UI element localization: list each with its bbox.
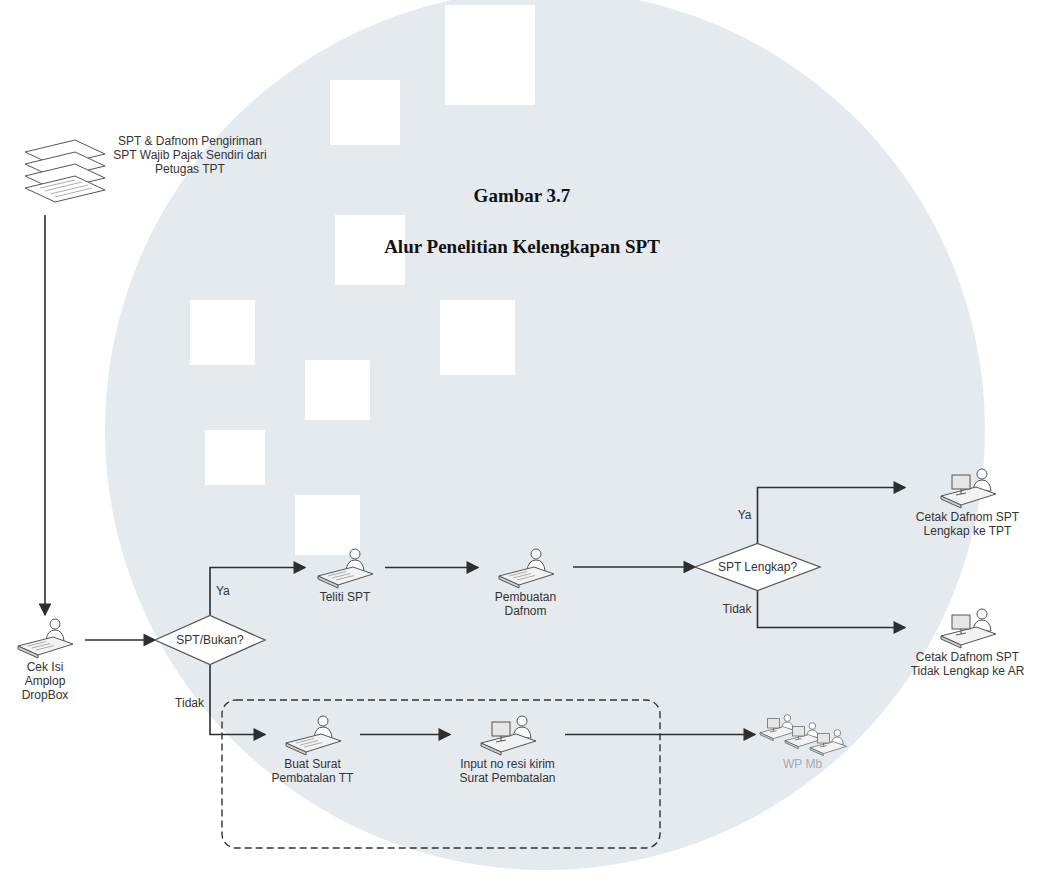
icon-graphic xyxy=(25,140,105,202)
flow-arrow xyxy=(44,215,46,615)
flow-arrow xyxy=(758,488,906,544)
diamond-shape xyxy=(695,543,820,590)
watermark-squares xyxy=(115,0,535,555)
person-icon xyxy=(758,712,848,757)
icon-graphic xyxy=(760,715,847,756)
node-label: Cetak Dafnom SPT Tidak Lengkap ke AR xyxy=(905,650,1030,678)
flow-arrow xyxy=(85,639,155,641)
icon-graphic xyxy=(941,609,996,648)
icon-graphic xyxy=(18,619,73,658)
process-icon-node: Teliti SPT xyxy=(305,545,385,604)
process-icon-node: Buat Surat Pembatalan TT xyxy=(265,712,360,785)
decision-diamond: SPT/Bukan? xyxy=(155,615,265,665)
person-icon xyxy=(15,615,75,660)
flow-arrow xyxy=(385,567,478,569)
node-label: Pembuatan Dafnom xyxy=(478,590,573,618)
process-icon-node: Cetak Dafnom SPT Tidak Lengkap ke AR xyxy=(905,605,1030,678)
node-label: Buat Surat Pembatalan TT xyxy=(265,757,360,785)
process-icon-node: Cetak Dafnom SPT Lengkap ke TPT xyxy=(905,465,1030,538)
flow-arrow xyxy=(565,734,755,736)
watermark-circle xyxy=(105,0,985,870)
node-label: Input no resi kirim Surat Pembatalan xyxy=(450,757,565,785)
icon-graphic xyxy=(318,549,373,588)
figure-caption: Alur Penelitian Kelengkapan SPT xyxy=(0,236,1044,258)
flow-arrow xyxy=(210,568,305,616)
node-label: SPT Lengkap? xyxy=(718,560,797,574)
node-label: Teliti SPT xyxy=(305,590,385,604)
icon-graphic xyxy=(481,716,536,755)
document-stack: SPT & Dafnom Pengiriman SPT Wajib Pajak … xyxy=(20,130,270,215)
node-label: Cek Isi Amplop DropBox xyxy=(5,660,85,702)
edge-label: Tidak xyxy=(175,696,204,710)
decision-diamond: SPT Lengkap? xyxy=(695,543,820,591)
icon-graphic xyxy=(286,716,341,755)
person-icon xyxy=(938,605,998,650)
person-icon xyxy=(478,712,538,757)
figure-title: Gambar 3.7 xyxy=(0,185,1044,207)
flow-arrow xyxy=(573,566,695,568)
process-icon-node: Cek Isi Amplop DropBox xyxy=(5,615,85,702)
person-icon xyxy=(938,465,998,510)
person-icon xyxy=(20,130,110,215)
group-icon-node: WP Mb xyxy=(755,712,850,771)
edge-label: Ya xyxy=(216,584,230,598)
icon-graphic xyxy=(499,549,554,588)
node-label: SPT & Dafnom Pengiriman SPT Wajib Pajak … xyxy=(110,134,270,176)
flow-arrow xyxy=(758,591,906,628)
icon-graphic xyxy=(941,469,996,508)
edge-label: Tidak xyxy=(723,602,752,616)
diamond-shape xyxy=(155,616,265,665)
person-icon xyxy=(283,712,343,757)
flow-arrow xyxy=(210,665,265,735)
flow-arrow xyxy=(360,734,450,736)
edge-label: Ya xyxy=(738,508,752,522)
process-icon-node: Input no resi kirim Surat Pembatalan xyxy=(450,712,565,785)
node-label: SPT/Bukan? xyxy=(176,633,243,647)
process-icon-node: Pembuatan Dafnom xyxy=(478,545,573,618)
person-icon xyxy=(496,545,556,590)
node-label: WP Mb xyxy=(755,757,850,771)
person-icon xyxy=(315,545,375,590)
node-label: Cetak Dafnom SPT Lengkap ke TPT xyxy=(905,510,1030,538)
dashed-group-outline xyxy=(222,700,660,848)
